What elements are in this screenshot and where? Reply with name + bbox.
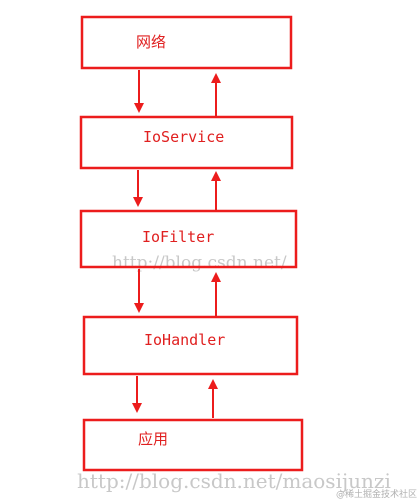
box-iofilter: IoFilter	[79, 209, 298, 269]
box-iohandler-frame	[82, 315, 299, 376]
box-iohandler-label: IoHandler	[144, 331, 225, 349]
box-ioservice-label: IoService	[143, 128, 224, 146]
watermark-bottom: http://blog.csdn.net/maosijunzi	[77, 469, 391, 493]
box-ioservice-frame	[79, 115, 294, 170]
box-network-label: 网络	[136, 33, 166, 51]
box-iohandler: IoHandler	[82, 315, 299, 376]
box-iofilter-frame	[79, 209, 298, 269]
box-application-label: 应用	[138, 430, 168, 448]
box-ioservice: IoService	[79, 115, 294, 170]
box-network: 网络	[80, 15, 293, 70]
watermark-corner: @稀土掘金技术社区	[336, 488, 417, 500]
box-iofilter-label: IoFilter	[142, 228, 214, 246]
box-application-frame	[82, 418, 304, 472]
box-application: 应用	[82, 418, 304, 472]
box-network-frame	[80, 15, 293, 70]
